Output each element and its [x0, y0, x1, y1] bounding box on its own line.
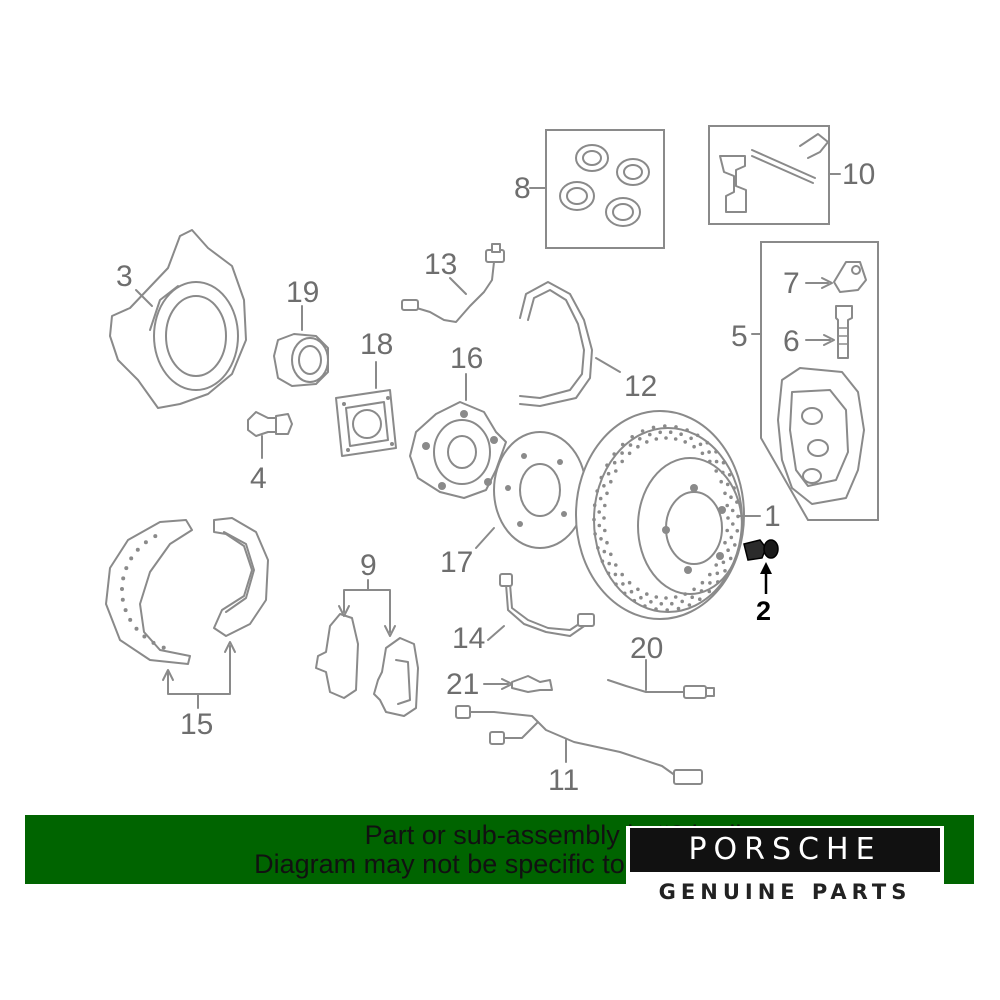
label-6: 6: [783, 325, 800, 358]
part-11-sensor-cable[interactable]: [455, 705, 703, 785]
porsche-wordmark-box: PORSCHE: [630, 828, 940, 872]
porsche-genuine-parts-logo: PORSCHE GENUINE PARTS: [626, 826, 944, 908]
part-19-wheel-bearing[interactable]: [273, 333, 329, 387]
part-21-plug[interactable]: [483, 675, 553, 693]
label-12: 12: [624, 370, 657, 403]
label-2: 2: [756, 596, 771, 626]
label-4: 4: [250, 462, 267, 495]
label-5: 5: [731, 320, 748, 353]
part-2-rotor-screw[interactable]: [743, 539, 779, 594]
part-7-bracket[interactable]: [805, 261, 867, 293]
porsche-wordmark: PORSCHE: [688, 832, 882, 867]
part-9-brake-pads[interactable]: [315, 613, 419, 717]
label-19: 19: [286, 276, 319, 309]
label-9: 9: [360, 549, 377, 582]
label-18: 18: [360, 328, 393, 361]
label-7: 7: [783, 267, 800, 300]
part-15-parking-brake-shoes[interactable]: [105, 517, 269, 665]
label-13: 13: [424, 248, 457, 281]
genuine-parts-tagline: GENUINE PARTS: [658, 880, 912, 904]
label-1: 1: [764, 500, 781, 533]
label-21: 21: [446, 668, 479, 701]
part-5-brake-caliper-assembly[interactable]: [751, 241, 879, 521]
part-8-piston-seal-kit[interactable]: [529, 129, 665, 249]
part-12-brake-hose[interactable]: [519, 281, 593, 407]
part-4-bolt[interactable]: [247, 411, 293, 437]
notice-line-2: Diagram may not be specific to you: [254, 849, 676, 879]
part-17-brake-drum[interactable]: [493, 431, 587, 549]
part-14-brake-line[interactable]: [499, 573, 595, 637]
part-1-brake-rotor[interactable]: [575, 410, 745, 620]
label-16: 16: [450, 342, 483, 375]
part-13-brake-line[interactable]: [401, 243, 505, 323]
label-8: 8: [514, 172, 531, 205]
part-10-pad-hardware-kit[interactable]: [708, 125, 841, 225]
label-17: 17: [440, 546, 473, 579]
label-3: 3: [116, 260, 133, 293]
part-20-wear-sensor[interactable]: [607, 679, 715, 699]
label-10: 10: [842, 158, 875, 191]
part-6-caliper-bolt[interactable]: [805, 305, 853, 359]
part-16-wheel-hub[interactable]: [409, 401, 507, 499]
part-3-dust-shield[interactable]: [109, 229, 247, 409]
label-15: 15: [180, 708, 213, 741]
label-11: 11: [548, 764, 579, 797]
part-18-mounting-plate[interactable]: [335, 389, 397, 457]
label-14: 14: [452, 622, 485, 655]
label-20: 20: [630, 632, 663, 665]
